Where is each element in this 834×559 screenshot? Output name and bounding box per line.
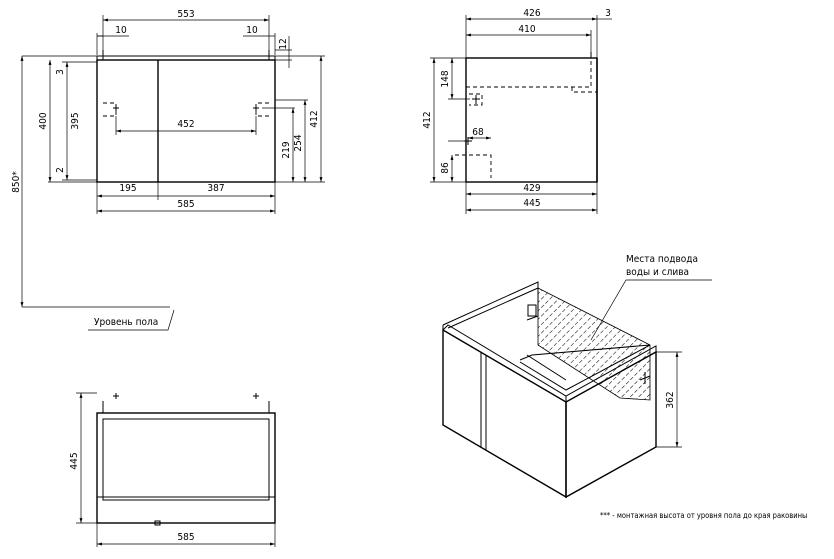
side-view: 426 3 410 412 148 86 68 429 445 <box>422 8 612 214</box>
plan-view: 445 585 <box>69 392 276 547</box>
dim-front-body-height: 400 <box>38 112 49 129</box>
pipe-bracket-right <box>253 102 269 117</box>
dim-front-inset-left: 10 <box>115 25 127 36</box>
dim-front-right-height: 412 <box>309 110 320 127</box>
pipe-bracket-left <box>103 102 119 117</box>
dim-front-pipe-spacing: 452 <box>177 119 194 130</box>
dim-side-offset: 3 <box>605 8 611 19</box>
dim-side-pipe-offset: 68 <box>472 127 484 138</box>
dim-side-width-inner: 410 <box>518 24 535 35</box>
side-cabinet-body <box>465 57 598 183</box>
footnote: *** - монтажная высота от уровня пола до… <box>600 511 807 520</box>
dim-front-gap-top: 3 <box>55 69 66 75</box>
dim-front-width-bottom: 585 <box>177 199 194 210</box>
iso-connection-zone <box>537 287 651 401</box>
side-pipe-marker-upper <box>469 93 483 106</box>
front-view: 553 10 10 12 850* 400 395 3 2 452 <box>11 9 325 331</box>
dim-front-inner-height: 395 <box>70 112 81 129</box>
dim-iso-height: 362 <box>665 391 676 408</box>
front-cabinet-body <box>96 59 276 183</box>
dim-front-door-right: 387 <box>207 183 224 194</box>
isometric-view: 362 Места подвода воды и слива <box>442 254 712 499</box>
iso-label-line1: Места подвода <box>626 254 698 265</box>
dim-side-depth-lower: 86 <box>440 162 451 174</box>
dim-side-width-bottom: 445 <box>523 198 540 209</box>
iso-label-line2: воды и слива <box>626 267 689 278</box>
dim-front-pipe-height-1: 219 <box>281 141 292 158</box>
dim-side-total-height: 412 <box>422 111 433 128</box>
dim-front-553: 553 <box>177 9 194 20</box>
dim-side-depth-upper: 148 <box>440 70 451 87</box>
dim-front-pipe-height-2: 254 <box>293 134 304 151</box>
plan-inner <box>102 418 270 501</box>
dim-front-inset-right: 10 <box>246 25 258 36</box>
dim-side-width-top: 426 <box>523 8 540 19</box>
floor-level-label: Уровень пола <box>94 317 158 328</box>
dim-side-width-mid: 429 <box>523 183 540 194</box>
dim-plan-width: 585 <box>177 532 194 543</box>
dim-front-total-height: 850* <box>11 171 22 193</box>
dim-plan-depth: 445 <box>69 452 80 469</box>
plan-outer <box>96 412 276 524</box>
dim-front-gap-bottom: 2 <box>55 167 66 173</box>
iso-front-face <box>442 328 567 499</box>
dim-front-door-left: 195 <box>119 183 136 194</box>
dim-front-top-gap: 12 <box>278 38 289 49</box>
